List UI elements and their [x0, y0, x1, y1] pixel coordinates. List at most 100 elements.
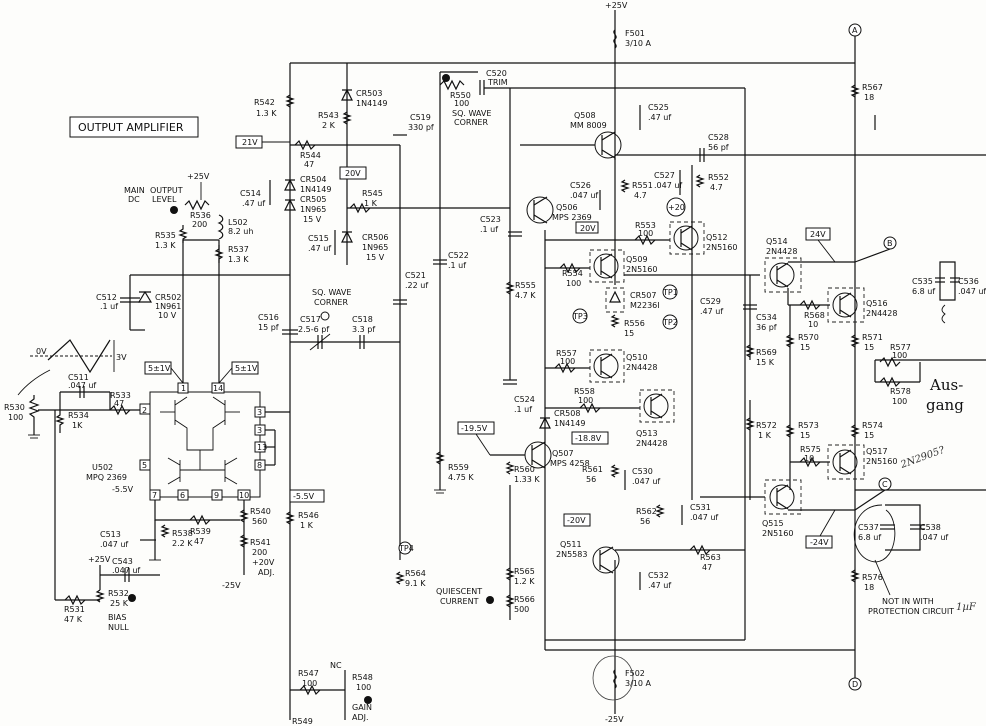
svg-text:Q512: Q512	[706, 233, 728, 242]
resistor-r572: R572 1 K	[745, 417, 777, 440]
svg-text:2N4428: 2N4428	[626, 363, 657, 372]
svg-text:Q511: Q511	[560, 540, 582, 549]
svg-text:CR506: CR506	[362, 233, 388, 242]
svg-text:C522: C522	[448, 251, 469, 260]
svg-text:2N5160: 2N5160	[866, 457, 897, 466]
svg-text:L502: L502	[228, 218, 248, 227]
svg-text:.47 uf: .47 uf	[648, 113, 671, 122]
test-point-2: TP2	[662, 314, 678, 330]
svg-text:14: 14	[213, 384, 223, 393]
svg-text:10 V: 10 V	[158, 311, 177, 320]
tag-p20: +20	[666, 197, 686, 217]
svg-text:R578: R578	[890, 387, 911, 396]
test-point-1: TP1	[662, 284, 678, 300]
diode-cr504: CR504 1N4149	[284, 175, 331, 194]
resistor-r574: R574 15	[850, 421, 883, 440]
svg-text:.47 uf: .47 uf	[308, 244, 331, 253]
svg-text:100: 100	[8, 413, 23, 422]
svg-text:Q515: Q515	[762, 519, 784, 528]
capacitor-c538: C538 .047 uf	[910, 523, 948, 542]
svg-text:1.3 K: 1.3 K	[155, 241, 176, 250]
triangle-waveform: 0V 3V	[30, 339, 127, 374]
svg-text:R563: R563	[700, 553, 721, 562]
svg-text:1.3 K: 1.3 K	[256, 109, 277, 118]
resistor-r569: R569 15 K	[745, 344, 777, 367]
svg-text:25 K: 25 K	[110, 599, 129, 608]
svg-text:.047 uf: .047 uf	[570, 191, 598, 200]
capacitor-c514: C514 .47 uf	[240, 180, 271, 208]
svg-text:4.75 K: 4.75 K	[448, 473, 474, 482]
fuse-f502: F502 3/10 A	[592, 655, 652, 701]
svg-text:C514: C514	[240, 189, 261, 198]
svg-text:C525: C525	[648, 103, 669, 112]
svg-text:6: 6	[180, 491, 185, 500]
svg-text:47: 47	[114, 399, 124, 408]
svg-text:100: 100	[892, 351, 907, 360]
capacitor-c528: C528 56 pf	[699, 133, 729, 162]
capacitor-c532: C532 .47 uf	[639, 571, 671, 590]
svg-text:C529: C529	[700, 297, 721, 306]
rail-neg-label: -25V	[605, 715, 624, 724]
svg-text:C511: C511	[68, 373, 89, 382]
svg-text:CORNER: CORNER	[454, 118, 488, 127]
svg-text:BIAS: BIAS	[108, 613, 126, 622]
svg-text:LEVEL: LEVEL	[152, 195, 177, 204]
svg-text:R536: R536	[190, 211, 211, 220]
capacitor-c537: C537 6.8 uf	[853, 504, 896, 563]
svg-text:C526: C526	[570, 181, 591, 190]
svg-text:1N4149: 1N4149	[554, 419, 585, 428]
svg-text:100: 100	[454, 99, 469, 108]
not-in-with-note: NOT IN WITH PROTECTION CIRCUIT	[868, 559, 954, 616]
pot-r550: R550 100 SQ. WAVE CORNER	[439, 71, 491, 135]
bias-null-section: +25V	[54, 410, 160, 601]
capacitor-c522: C522 .1 uf	[433, 251, 469, 270]
svg-text:2N4428: 2N4428	[636, 439, 667, 448]
svg-text:CURRENT: CURRENT	[440, 597, 479, 606]
svg-text:MAIN: MAIN	[124, 186, 145, 195]
svg-text:R567: R567	[862, 83, 883, 92]
svg-text:R544: R544	[300, 151, 321, 160]
svg-text:MM 8009: MM 8009	[570, 121, 607, 130]
resistor-r539: R539 47	[189, 514, 211, 546]
resistor-r547: R547 100	[298, 669, 321, 696]
svg-text:13: 13	[257, 443, 267, 452]
capacitor-c526: C526 .047 uf	[570, 181, 601, 210]
svg-text:1: 1	[181, 384, 186, 393]
svg-text:C538: C538	[920, 523, 941, 532]
svg-text:Q514: Q514	[766, 237, 788, 246]
resistor-r552: R552 4.7	[695, 173, 729, 192]
svg-text:CORNER: CORNER	[314, 298, 348, 307]
hand-ausgang-1: Aus-	[929, 376, 963, 394]
svg-text:OUTPUT: OUTPUT	[150, 186, 183, 195]
svg-text:56 pf: 56 pf	[708, 143, 729, 152]
resistor-r560: R560 1.33 K	[505, 461, 540, 484]
resistor-r567: R567 18	[850, 83, 883, 102]
fuse-f502-val: 3/10 A	[625, 679, 652, 688]
tag-m55-a: -5.5V	[112, 485, 134, 494]
svg-text:R577: R577	[890, 343, 911, 352]
svg-text:R553: R553	[635, 221, 656, 230]
svg-text:C518: C518	[352, 315, 373, 324]
svg-text:5±1V: 5±1V	[148, 364, 171, 373]
capacitor-c531: C531 .047 uf	[681, 503, 718, 525]
svg-text:R558: R558	[574, 387, 595, 396]
svg-text:Q516: Q516	[866, 299, 888, 308]
svg-text:TP1: TP1	[662, 288, 678, 297]
resistor-r573: R573 15	[785, 421, 819, 440]
svg-text:2N4428: 2N4428	[766, 247, 797, 256]
resistor-r577: R577 100	[879, 343, 911, 368]
svg-text:B: B	[887, 239, 893, 248]
svg-text:GAIN: GAIN	[352, 703, 372, 712]
svg-text:Q510: Q510	[626, 353, 648, 362]
svg-text:NOT IN WITH: NOT IN WITH	[882, 597, 934, 606]
svg-text:15 K: 15 K	[756, 358, 775, 367]
svg-text:4.7 K: 4.7 K	[515, 291, 536, 300]
svg-text:C534: C534	[756, 313, 777, 322]
resistor-r548: R548 100	[352, 673, 373, 692]
svg-text:Q507: Q507	[552, 449, 574, 458]
svg-text:2.2 K: 2.2 K	[172, 539, 193, 548]
resistor-r530: R530 100	[4, 395, 40, 439]
svg-text:36 pf: 36 pf	[756, 323, 777, 332]
svg-text:.1 uf: .1 uf	[448, 261, 466, 270]
